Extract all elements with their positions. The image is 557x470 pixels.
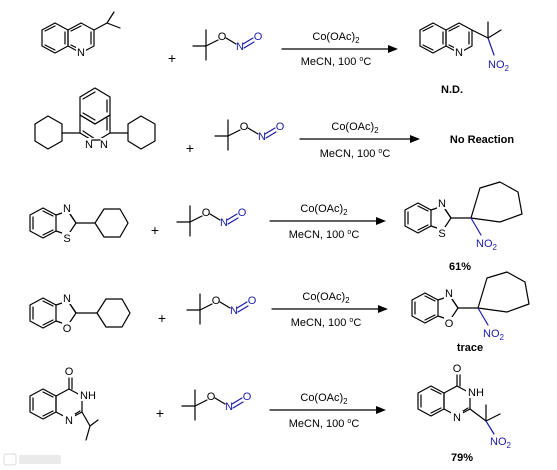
plus-sign: + — [156, 405, 164, 421]
catalyst-label: Co(OAc)2 — [331, 121, 379, 135]
conditions-label: MeCN, 100 oC — [320, 148, 391, 160]
atom-o: O — [453, 363, 462, 375]
product-nitro-quinazolinone: O NH N NO2 — [417, 363, 512, 450]
conditions-label: MeCN, 100 oC — [291, 317, 362, 329]
nitro-group: NO2 — [483, 328, 505, 342]
result-label: No Reaction — [450, 134, 514, 146]
reaction-arrow-4: Co(OAc)2 MeCN, 100 oC — [271, 291, 388, 329]
product-nitro-benzoxazole: N O NO2 — [411, 271, 530, 342]
reactant-pyridine: N — [41, 11, 121, 59]
atom-o-nitroso: O — [238, 207, 247, 219]
atom-o-nitroso: O — [243, 391, 252, 403]
atom-n: N — [438, 198, 446, 210]
atom-o-nitroso: O — [248, 295, 257, 307]
nitro-group: NO2 — [490, 436, 512, 450]
reactant-quinazolinone: O NH N — [29, 366, 100, 441]
reagent-tert-butyl-nitrite: O N O — [176, 205, 247, 237]
conditions-label: MeCN, 100 oC — [289, 229, 360, 241]
atom-o-nitroso: O — [254, 31, 263, 43]
atom-n-nitroso: N — [236, 41, 244, 53]
atom-n: N — [453, 412, 461, 424]
reagent-tert-butyl-nitrite: O N O — [214, 119, 285, 151]
reagent-tert-butyl-nitrite: O N O — [181, 389, 252, 421]
product-nitro-benzothiazole: N S NO2 — [404, 181, 523, 252]
catalyst-label: Co(OAc)2 — [300, 392, 348, 406]
atom-o: O — [218, 31, 227, 43]
result-label: trace — [457, 342, 483, 354]
atom-o: O — [207, 391, 216, 403]
watermark-logo — [3, 453, 61, 466]
atom-o: O — [65, 366, 74, 378]
atom-n: N — [65, 415, 73, 427]
atom-n: N — [100, 139, 108, 151]
nitro-group: NO2 — [476, 238, 498, 252]
plus-sign: + — [168, 50, 176, 66]
plus-sign: + — [186, 140, 194, 156]
atom-o: O — [445, 318, 454, 330]
atom-o-nitroso: O — [276, 121, 285, 133]
plus-sign: + — [151, 222, 159, 238]
atom-n: N — [63, 203, 71, 215]
atom-n: N — [77, 47, 85, 59]
atom-o: O — [212, 295, 221, 307]
reactant-phthalazine: N N — [34, 87, 156, 151]
atom-n: N — [445, 288, 453, 300]
conditions-label: MeCN, 100 oC — [289, 418, 360, 430]
atom-o: O — [202, 207, 211, 219]
atom-n: N — [455, 47, 463, 59]
result-label: 61% — [449, 261, 471, 273]
reaction-arrow-5: Co(OAc)2 MeCN, 100 oC — [269, 392, 386, 430]
reagent-tert-butyl-nitrite: O N O — [186, 293, 257, 325]
conditions-label: MeCN, 100 oC — [301, 56, 372, 68]
reactant-benzothiazole: N S — [29, 203, 129, 245]
catalyst-label: Co(OAc)2 — [300, 203, 348, 217]
result-label: N.D. — [441, 84, 463, 96]
atom-o: O — [240, 121, 249, 133]
atom-n-nitroso: N — [225, 401, 233, 413]
atom-n-nitroso: N — [258, 131, 266, 143]
result-label: 79% — [451, 452, 473, 464]
atom-s: S — [63, 233, 70, 245]
catalyst-label: Co(OAc)2 — [302, 291, 350, 305]
atom-n: N — [63, 293, 71, 305]
atom-s: S — [438, 228, 445, 240]
reactant-benzoxazole: N O — [29, 293, 131, 335]
atom-n-nitroso: N — [230, 305, 238, 317]
reaction-arrow-3: Co(OAc)2 MeCN, 100 oC — [269, 203, 386, 241]
atom-n: N — [85, 139, 93, 151]
atom-o: O — [63, 323, 72, 335]
atom-n-nitroso: N — [220, 217, 228, 229]
reagent-tert-butyl-nitrite: O N O — [192, 29, 263, 61]
catalyst-label: Co(OAc)2 — [312, 31, 360, 45]
reaction-arrow-2: Co(OAc)2 MeCN, 100 oC — [299, 121, 420, 160]
reaction-arrow-1: Co(OAc)2 MeCN, 100 oC — [281, 31, 398, 68]
atom-nh: NH — [80, 390, 96, 402]
nitro-group: NO2 — [488, 59, 510, 73]
plus-sign: + — [158, 310, 166, 326]
atom-nh: NH — [468, 387, 484, 399]
product-nitro-pyridine: N NO2 — [419, 21, 510, 73]
